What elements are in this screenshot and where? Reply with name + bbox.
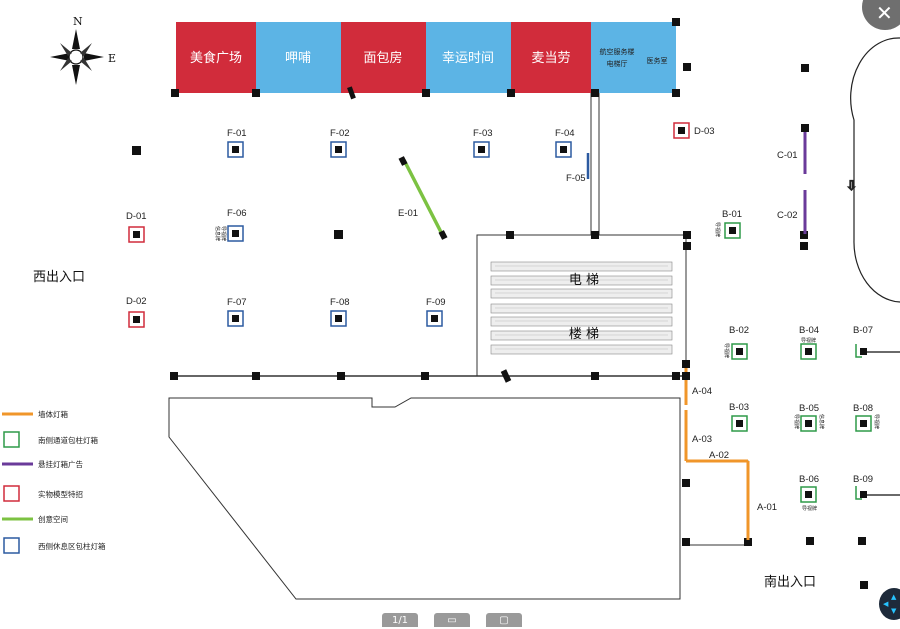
shop-label: 美食广场 [190,50,242,66]
service-label-2: 电梯厅 [607,59,628,68]
label-a01: A-01 [757,502,777,513]
shop-strip: 美食广场 呷哺 面包房 幸运时间 麦当劳 航空服务楼 电梯厅 医务室 [176,22,676,93]
label-d01: D-01 [126,211,147,222]
escalator-area: 电 梯 楼 梯 [490,261,673,355]
tag-guide-b01: 导视牌 [714,222,721,237]
tag-guide-b05: 导视牌 [793,414,800,429]
shop-label: 幸运时间 [442,51,494,66]
label-b03: B-03 [729,402,749,413]
shop-label: 麦当劳 [531,50,570,66]
f-markers: F-01 F-02 F-03 F-04 F-05 F-06 F-07 F-08 … [214,128,590,327]
label-f09: F-09 [426,297,446,308]
label-c01: C-01 [777,150,798,161]
label-d03: D-03 [694,126,715,137]
e-marker: E-01 [398,156,448,240]
marker-b07[interactable] [855,344,862,358]
shop-mcdonalds[interactable] [511,22,591,93]
shop-label: 面包房 [363,50,402,66]
label-c02: C-02 [777,210,798,221]
columns [132,18,868,589]
c-markers: C-01 C-02 [777,124,809,234]
label-f02: F-02 [330,128,350,139]
shop-lucky-time[interactable] [426,22,511,93]
legend-label: 南侧通道包柱灯箱 [38,435,98,445]
label-b06: B-06 [799,474,819,485]
compass-east: E [108,52,116,65]
a-markers [684,363,750,540]
label-f06: F-06 [227,208,247,219]
label-f07: F-07 [227,297,247,308]
south-exit-label: 南出入口 [764,574,816,590]
fit-screen-button[interactable]: ▭ [434,613,470,627]
label-b08: B-08 [853,403,873,414]
nav-down-icon: ▼ [891,607,897,615]
tag-guide-b02: 导视牌 [723,343,730,358]
marker-e01[interactable] [402,159,445,237]
shop-bakery[interactable] [341,22,426,93]
pager-button[interactable]: 1/1 [382,613,418,627]
tag-guide-f06: 导视牌 [220,226,227,241]
shop-service-block[interactable] [591,22,676,93]
label-a03: A-03 [692,434,712,445]
label-b02: B-02 [729,325,749,336]
fullscreen-button[interactable]: ▢ [486,613,522,627]
label-f08: F-08 [330,297,350,308]
tag-info-f06: 信息牌 [214,226,221,241]
label-b01: B-01 [722,209,742,220]
tag-info-b05: 信息牌 [818,414,825,429]
legend-label: 墙体灯箱 [38,409,68,419]
tag-guide-b04: 导视牌 [801,337,816,344]
legend-swatch-model [3,485,20,502]
shop-food-court[interactable] [176,22,256,93]
d-markers: D-01 D-02 D-03 [126,122,715,328]
label-b07: B-07 [853,325,873,336]
label-f01: F-01 [227,128,247,139]
legend-swatch-west-column [3,537,20,554]
label-a04: A-04 [692,386,712,397]
label-d02: D-02 [126,296,147,307]
viewer-toolbar: 1/1 ▭ ▢ [382,613,522,627]
shop-label: 呷哺 [285,51,311,66]
label-b05: B-05 [799,403,819,414]
stairs-label: 楼 梯 [569,327,599,342]
tag-guide-b06: 导视牌 [802,505,817,512]
label-b09: B-09 [853,474,873,485]
nav-up-icon: ▲ [891,593,897,601]
service-label-1: 航空服务楼 [600,47,635,56]
legend: 墙体灯箱 南侧通道包柱灯箱 悬挂灯箱广告 实物模型特招 创意空间 西侧休息区包柱… [2,409,106,554]
legend-label: 创意空间 [38,514,68,524]
west-exit-label: 西出入口 [33,270,85,285]
service-label-3: 医务室 [647,56,668,65]
label-a02: A-02 [709,450,729,461]
legend-label: 西侧休息区包柱灯箱 [38,541,106,551]
nav-left-icon: ◀ [883,600,889,608]
compass-icon: N E [50,15,116,85]
map-nav-button[interactable]: ▲ ◀ ▼ [879,588,900,620]
shop-xiabu[interactable] [256,22,341,93]
label-f04: F-04 [555,128,575,139]
compass-north: N [73,15,83,28]
track-outline: ⇩ [845,37,900,303]
arrow-down-icon: ⇩ [846,179,857,194]
tag-guide-b08: 导视牌 [873,414,880,429]
legend-label: 实物模型特招 [38,489,83,499]
label-f05: F-05 [566,173,586,184]
label-e01: E-01 [398,208,418,219]
label-f03: F-03 [473,128,493,139]
elevator-label: 电 梯 [569,273,599,288]
label-b04: B-04 [799,325,819,336]
legend-swatch-south-column [3,431,20,448]
b-markers: B-01 B-02 B-04 B-07 B-03 B-05 B-08 B-06 … [714,209,900,512]
legend-label: 悬挂灯箱广告 [38,459,83,469]
marker-b09[interactable] [855,486,862,500]
